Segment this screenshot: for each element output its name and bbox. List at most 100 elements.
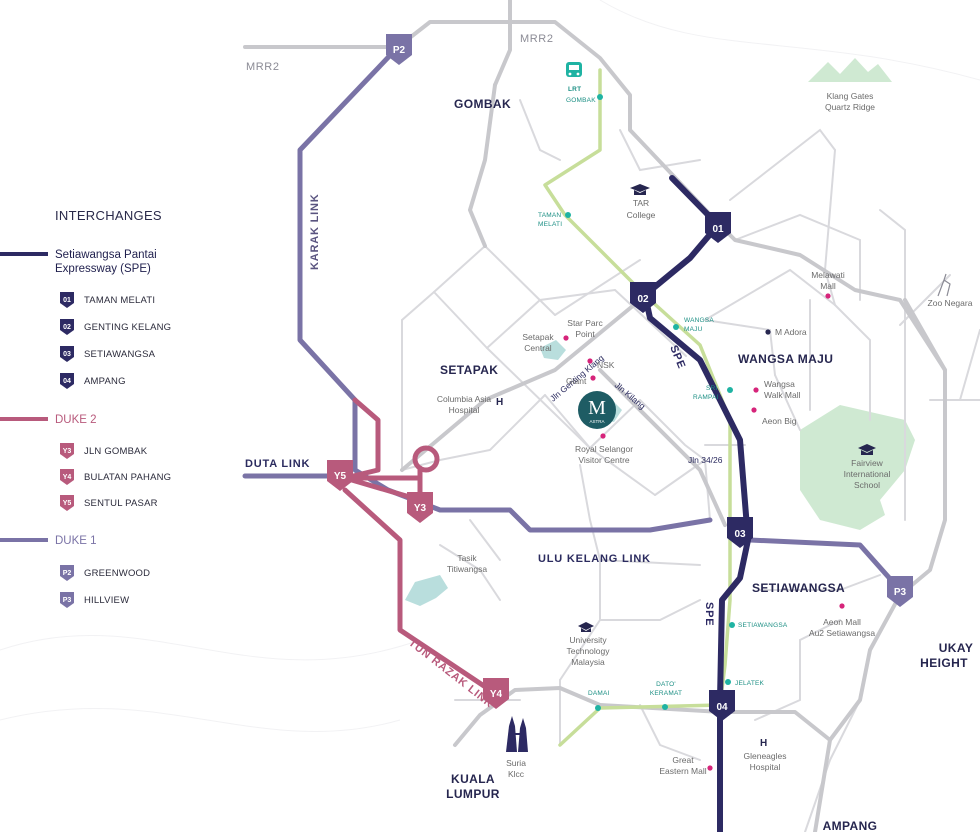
poi-dot-great-eastern (707, 765, 713, 771)
jalan-kilang-road (598, 368, 727, 527)
duke2-badge-y4[interactable]: Y4 (483, 678, 509, 709)
jln-34-26-label: Jln 34/26 (688, 455, 723, 465)
mrr2-north (493, 0, 512, 87)
legend-item-03: 03 SETIAWANGSA (60, 346, 156, 362)
poi-dot-aeon-big (751, 407, 757, 413)
spe-badge-03-label: 03 (734, 529, 746, 540)
legend-item-y4: Y4 BULATAN PAHANG (60, 469, 171, 485)
station-jelatek: JELATEK (735, 680, 765, 687)
spe-badge-02[interactable]: 02 (630, 282, 656, 313)
station-dot-setiawangsa (729, 622, 735, 628)
legend-item-02-label: GENTING KELANG (84, 322, 171, 333)
legend-item-04-label: AMPANG (84, 376, 126, 387)
setapak-lake (540, 340, 566, 360)
svg-text:03: 03 (63, 351, 71, 358)
legend-item-04: 04 AMPANG (60, 373, 126, 389)
station-dot-damai (595, 705, 601, 711)
duke1-badge-p3-label: P3 (894, 587, 907, 598)
duke2-badge-y5[interactable]: Y5 (327, 460, 353, 491)
station-damai: DAMAI (588, 690, 610, 697)
area-wangsa-maju: WANGSA MAJU (738, 352, 833, 366)
legend-item-y3: Y3 JLN GOMBAK (60, 443, 148, 459)
poi-gleneagles-line2: Hospital (750, 762, 781, 772)
ulu-kelang-link-label: ULU KELANG LINK (538, 553, 651, 565)
duke2-badge-y3[interactable]: Y3 (407, 492, 433, 523)
poi-utm-line3: Malaysia (571, 657, 605, 667)
poi-aeon-mall-line2: Au2 Setiawangsa (809, 628, 875, 638)
station-wangsa-maju-line1: WANGSA (684, 317, 714, 324)
poi-columbia-line1: Columbia Asia (437, 394, 492, 404)
poi-suria-line2: Klcc (508, 769, 525, 779)
legend-item-y5: Y5 SENTUL PASAR (60, 495, 157, 511)
legend-item-y3-label: JLN GOMBAK (84, 446, 148, 457)
poi-tasik-line2: Titiwangsa (447, 564, 488, 574)
station-dot-taman-melati (565, 212, 571, 218)
area-gombak: GOMBAK (454, 97, 511, 111)
utm-cap-icon (578, 622, 594, 632)
svg-text:04: 04 (63, 378, 71, 385)
station-dot-sri-rampai (727, 387, 733, 393)
poi-fairview-line2: International (844, 469, 891, 479)
graduation-cap-icons (578, 184, 876, 632)
spe-badge-03[interactable]: 03 (727, 517, 753, 548)
poi-dot-m-adora (765, 329, 771, 335)
legend-item-02: 02 GENTING KELANG (60, 319, 171, 335)
tun-razak-link-label: TUN RAZAK LINK (406, 637, 495, 711)
svg-text:02: 02 (63, 324, 71, 331)
tasik-titiwangsa-lake (405, 575, 448, 606)
station-taman-melati-line2: MELATI (538, 221, 562, 228)
legend-duke2-title: DUKE 2 (55, 414, 97, 426)
fairview-green-area (800, 405, 915, 530)
station-taman-melati-line1: TAMAN (538, 212, 561, 219)
station-wangsa-maju-line2: MAJU (684, 326, 703, 333)
area-kl-line1: KUALA (451, 772, 495, 786)
station-dot-gombak (597, 94, 603, 100)
mrr2-label-left: MRR2 (246, 61, 280, 73)
poi-royal-selangor-line2: Visitor Centre (578, 455, 630, 465)
poi-great-eastern-line2: Eastern Mall (659, 766, 706, 776)
tar-college-cap-icon (630, 184, 650, 195)
damai-road (598, 703, 832, 742)
poi-dot-nsk (587, 358, 593, 364)
kl-link-road (453, 686, 602, 747)
duke2-badge-y4-label: Y4 (490, 689, 503, 700)
duke1-badge-p3[interactable]: P3 (887, 576, 913, 607)
lrt-station-dots (565, 94, 735, 711)
station-dato-keramat-line2: KERAMAT (650, 690, 682, 697)
area-setiawangsa: SETIAWANGSA (752, 581, 845, 595)
interchanges-legend: INTERCHANGES Setiawangsa Pantai Expressw… (0, 208, 171, 608)
spe-label-lower: SPE (703, 602, 715, 626)
poi-suria-line1: Suria (506, 758, 526, 768)
svg-text:Y5: Y5 (63, 500, 72, 507)
poi-star-parc-line1: Star Parc (567, 318, 603, 328)
legend-item-y4-label: BULATAN PAHANG (84, 472, 171, 483)
poi-tar-line2: College (627, 210, 656, 220)
legend-item-p3-label: HILLVIEW (84, 595, 129, 606)
mrr2-label-top: MRR2 (520, 33, 554, 45)
spe-badge-04-label: 04 (716, 702, 728, 713)
logo-letter: M (588, 397, 606, 419)
poi-melawati-line2: Mall (820, 281, 836, 291)
legend-heading: INTERCHANGES (55, 208, 162, 223)
poi-gleneagles-line1: Gleneagles (743, 751, 786, 761)
duke1-badge-p2[interactable]: P2 (386, 34, 412, 65)
spe-badge-04[interactable]: 04 (709, 690, 735, 721)
station-dot-jelatek (725, 679, 731, 685)
poi-fairview-line1: Fairview (851, 458, 884, 468)
poi-klang-gates-line1: Klang Gates (827, 91, 874, 101)
spe-badge-01[interactable]: 01 (705, 212, 731, 243)
legend-item-03-label: SETIAWANGSA (84, 349, 156, 360)
astra-project-logo[interactable]: M ASTRA (578, 391, 616, 429)
legend-item-p2: P2 GREENWOOD (60, 565, 150, 581)
poi-m-adora: M Adora (775, 327, 807, 337)
area-setapak: SETAPAK (440, 363, 498, 377)
station-gombak: GOMBAK (566, 97, 596, 104)
poi-tasik-line1: Tasik (457, 553, 477, 563)
poi-dot-aeon-mall (839, 603, 845, 609)
station-sri-rampai-line2: RAMPAI (693, 394, 719, 401)
minor-roads (401, 99, 980, 832)
area-kl-line2: LUMPUR (446, 787, 500, 801)
svg-text:Y4: Y4 (63, 474, 72, 481)
svg-text:P3: P3 (63, 597, 72, 604)
